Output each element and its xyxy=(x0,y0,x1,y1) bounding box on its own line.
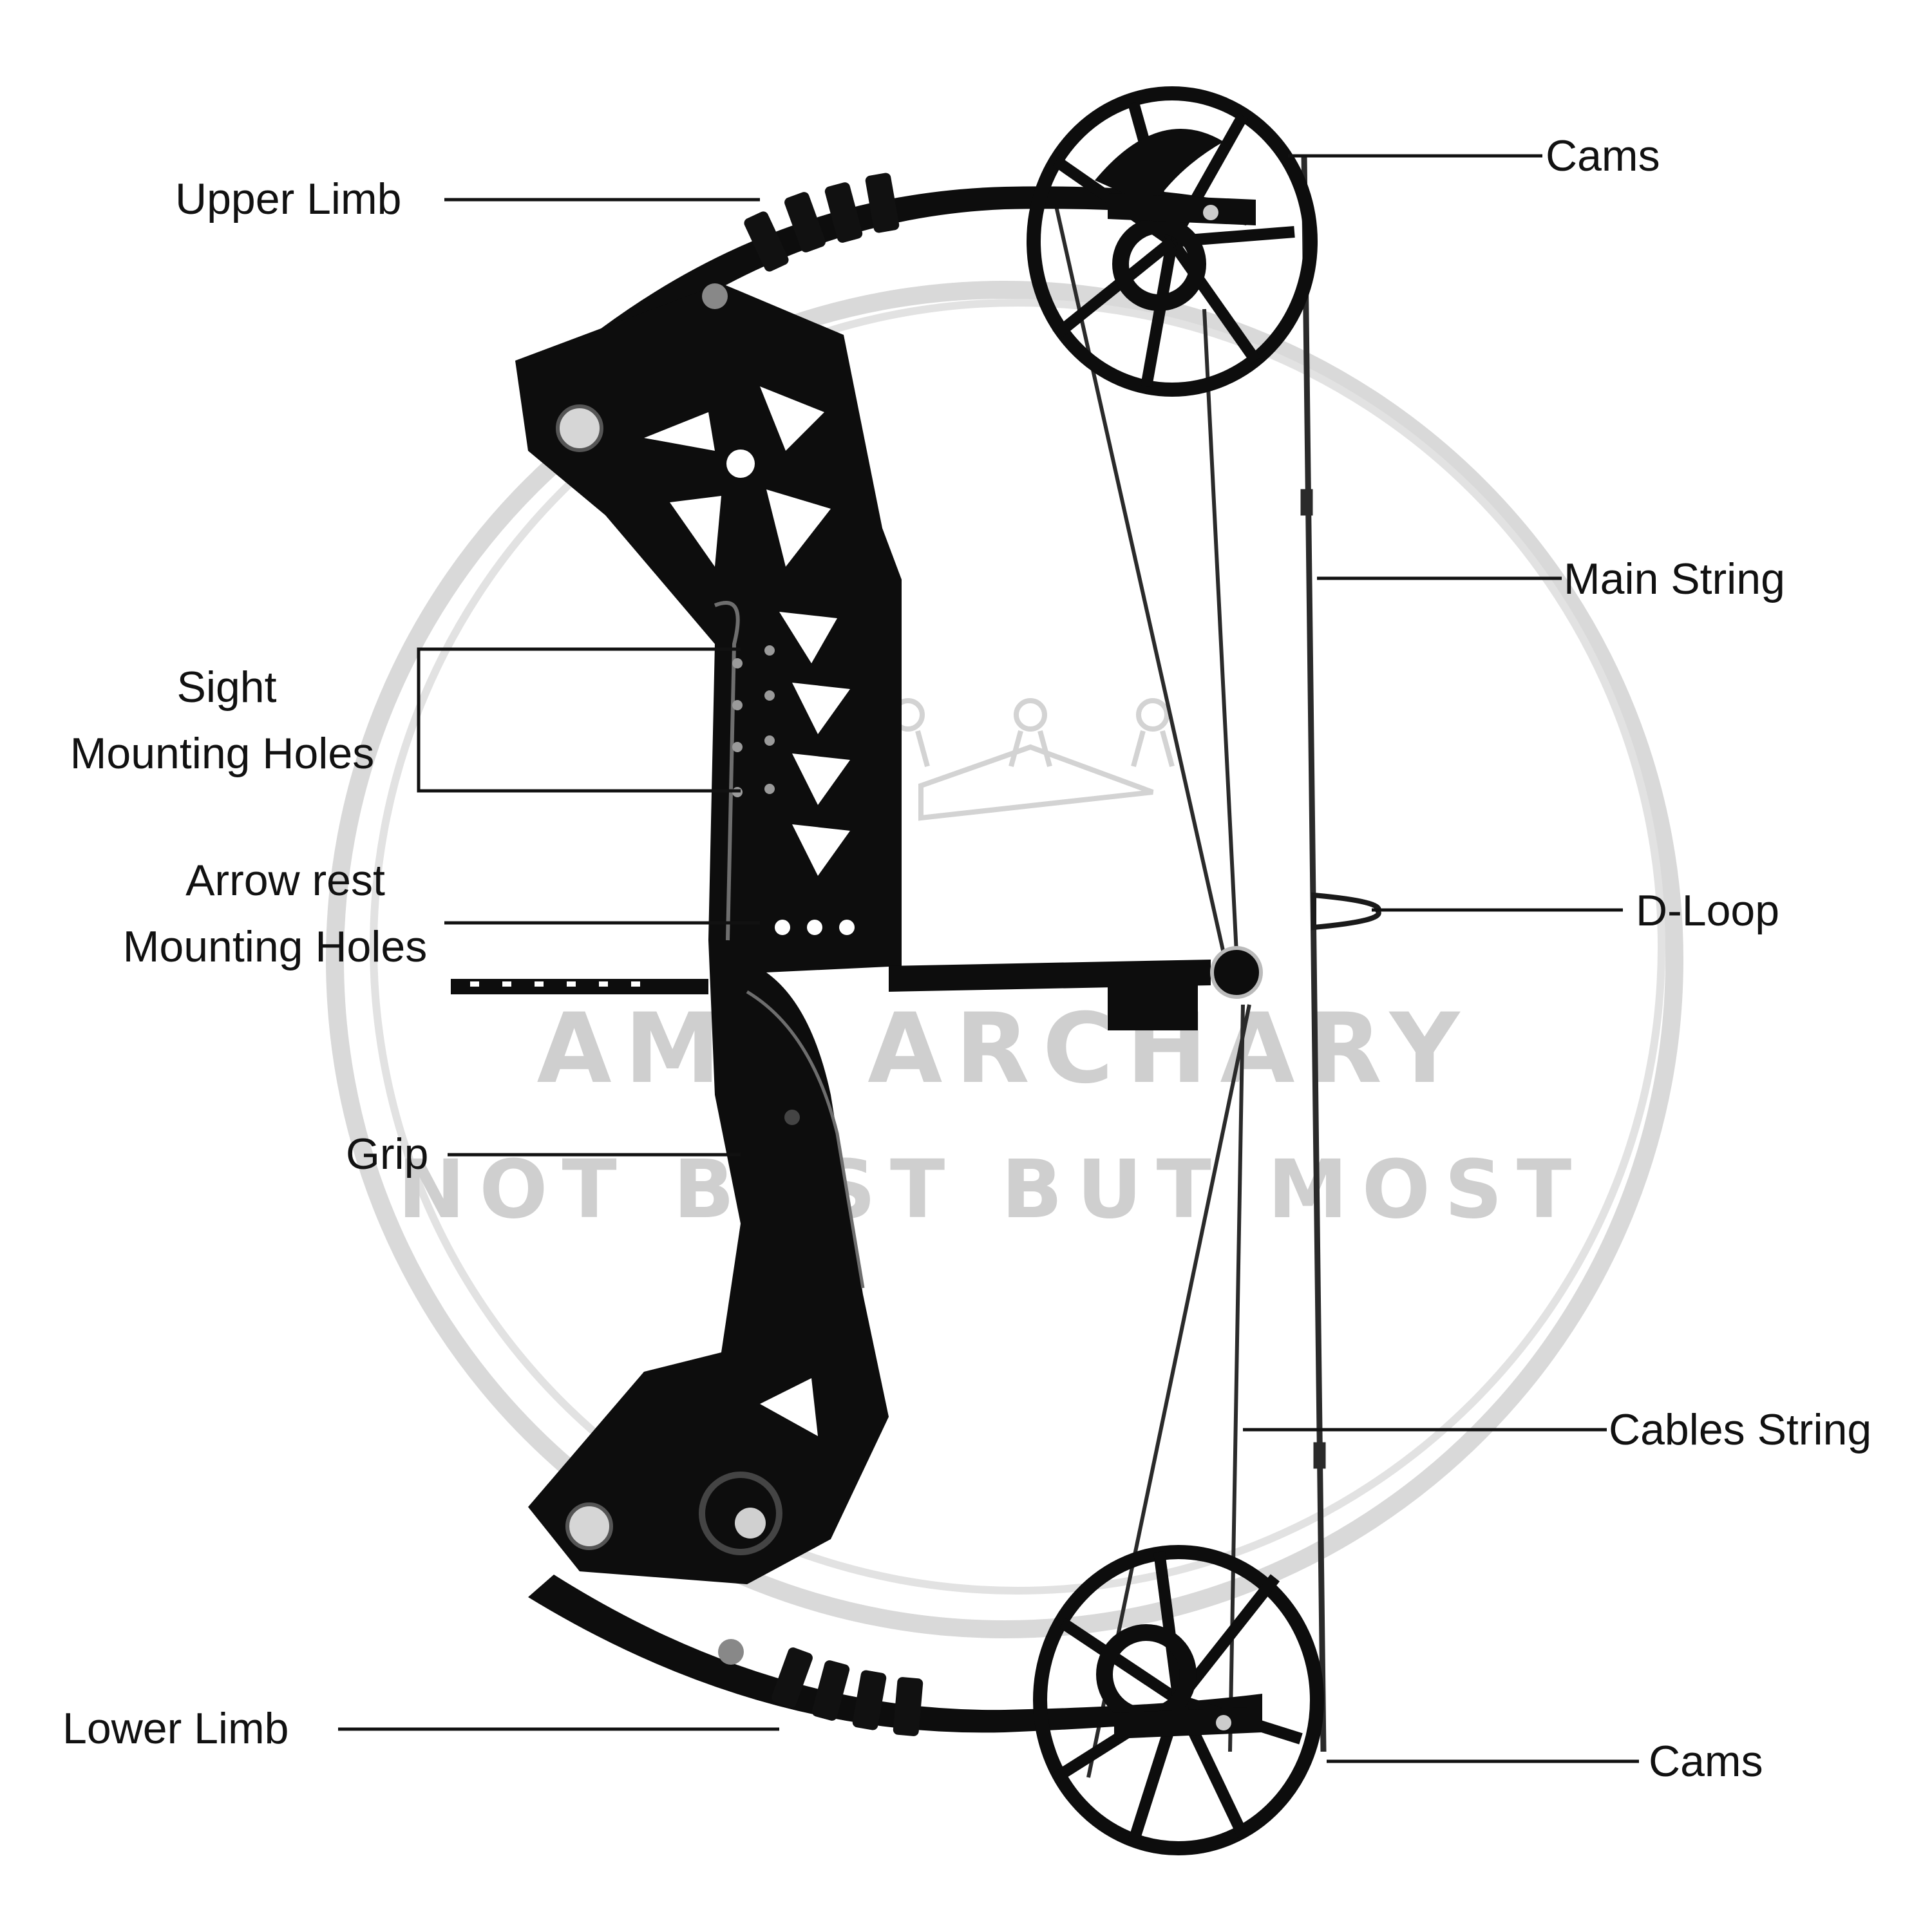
label-main-string: Main String xyxy=(1564,554,1785,603)
watermark: AMA ARCHARY NOT BEST BUT MOST xyxy=(326,281,1683,1638)
rail-notches xyxy=(470,981,640,987)
upper-cam xyxy=(1027,86,1318,397)
riser-cutouts xyxy=(644,386,850,1436)
grip-highlight xyxy=(746,990,865,1289)
label-arrow-rest-line2: Mounting Holes xyxy=(123,922,427,971)
watermark-line2: NOT BEST BUT MOST xyxy=(398,1143,1586,1236)
lower-pivot xyxy=(718,1639,744,1665)
upper-limb-dampers xyxy=(744,173,900,272)
lower-limb-bolt xyxy=(565,1502,613,1550)
main-string-line xyxy=(1301,154,1327,1752)
compound-bow xyxy=(451,86,1381,1855)
string-serving-lower xyxy=(1313,1442,1326,1469)
string-serving-upper xyxy=(1300,489,1313,516)
leader-lines xyxy=(338,154,1639,1763)
cable-line-center xyxy=(1202,308,1238,954)
cable-slide xyxy=(1108,979,1198,1030)
sight-mounting-holes xyxy=(732,645,775,797)
label-grip: Grip xyxy=(346,1130,428,1179)
label-sight-line1: Sight xyxy=(177,663,277,712)
watermark-line1: AMA ARCHARY xyxy=(537,993,1473,1105)
watermark-ring xyxy=(326,281,1683,1638)
label-cams-bottom: Cams xyxy=(1649,1737,1763,1786)
riser-shape xyxy=(515,283,902,1584)
label-lower-limb: Lower Limb xyxy=(62,1704,289,1753)
label-d-loop: D-Loop xyxy=(1636,886,1779,935)
label-arrow-rest-line1: Arrow rest xyxy=(185,856,385,905)
labels: Cams Upper Limb Main String Sight Mounti… xyxy=(62,131,1871,1786)
lower-cam xyxy=(1033,1545,1324,1855)
lower-limb-dampers xyxy=(772,1647,923,1736)
upper-pivot xyxy=(702,283,728,309)
grip-screw xyxy=(784,1110,800,1125)
accessory-rail xyxy=(451,979,708,994)
arrow-rest-mounting-holes xyxy=(775,920,855,935)
riser-highlight xyxy=(714,601,740,941)
watermark-archer-icons xyxy=(886,698,1175,821)
stabilizer-insert xyxy=(735,1508,766,1539)
label-sight-line2: Mounting Holes xyxy=(70,729,374,778)
label-cables-string: Cables String xyxy=(1609,1405,1871,1454)
upper-limb-bolt xyxy=(556,404,603,452)
cable-line-upper xyxy=(1054,205,1226,954)
watermark-ring-inner xyxy=(370,299,1665,1595)
leader-sight-holes xyxy=(417,647,741,793)
label-upper-limb: Upper Limb xyxy=(175,175,402,223)
label-cams-top: Cams xyxy=(1546,131,1660,180)
d-loop-shape xyxy=(1311,892,1381,931)
cable-guard-wheel xyxy=(1210,946,1263,999)
